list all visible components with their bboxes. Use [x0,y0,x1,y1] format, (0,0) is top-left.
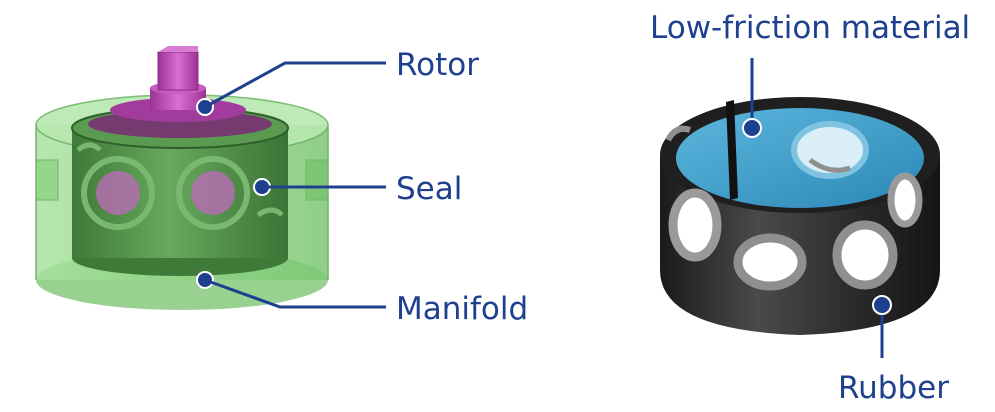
rotor-callout-line [204,61,386,109]
rotor-label: Rotor [396,47,479,83]
seal-label: Seal [396,171,462,207]
manifold-callout-line [204,278,386,309]
low-friction-callout-dot [742,118,762,138]
low-friction-label: Low-friction material [650,10,970,46]
seal-detail: Low-friction material Rubber [650,10,970,406]
rotor-body [110,46,246,122]
rubber-label: Rubber [838,370,949,406]
manifold-label: Manifold [396,291,528,327]
rubber-callout-dot [872,295,892,315]
valve-assembly: Rotor Seal Manifold [35,46,528,327]
